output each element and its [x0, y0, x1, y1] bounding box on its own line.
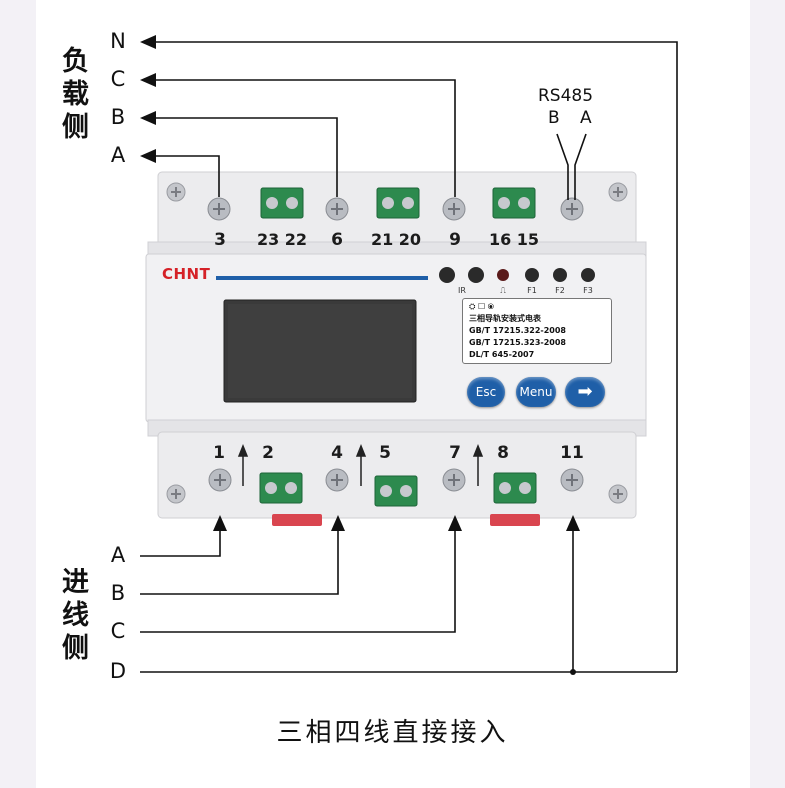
- wire-A-bottom: [140, 531, 221, 557]
- menu-button[interactable]: Menu: [516, 377, 556, 407]
- meter-arrow-1: [237, 443, 249, 486]
- screw-corner-br: [608, 484, 628, 504]
- wire-label-A-top: A: [110, 143, 126, 167]
- wire-A-top: [155, 155, 220, 197]
- led-ir-right: [468, 267, 484, 283]
- terminal-number-11: 11: [560, 443, 584, 463]
- arrow-C-top: [140, 73, 156, 87]
- led-f1: [525, 268, 539, 282]
- wire-C-bottom: [140, 531, 456, 633]
- wire-B-bottom: [140, 531, 339, 595]
- terminal-number-3: 3: [214, 230, 226, 250]
- nameplate-line-1: GB/T 17215.322-2008: [469, 326, 566, 335]
- brand-logo: CHNT: [162, 265, 211, 283]
- indicator-label-f1: F1: [527, 286, 537, 295]
- load-side-label: 负载侧: [62, 46, 89, 143]
- screw-top-6: [325, 197, 349, 221]
- terminal-number-8: 8: [497, 443, 509, 463]
- wire-N: [155, 41, 678, 672]
- wire-label-B-top: B: [110, 105, 126, 129]
- led-f2: [553, 268, 567, 282]
- wire-label-B-bottom: B: [110, 581, 126, 605]
- screw-bottom-1: [208, 468, 232, 492]
- indicator-label-ir: IR: [458, 286, 466, 295]
- wire-label-N: N: [110, 29, 126, 53]
- screw-corner-bl: [166, 484, 186, 504]
- terminal-number-2: 2: [262, 443, 274, 463]
- screw-corner-tr: [608, 182, 628, 202]
- wire-D: [140, 531, 677, 673]
- arrow-B-bottom: [331, 515, 345, 531]
- indicator-label-pulse: ⎍: [500, 286, 506, 295]
- screw-top-9: [442, 197, 466, 221]
- arrow-N: [140, 35, 156, 49]
- brand-bar: [216, 276, 428, 280]
- enter-arrow-button[interactable]: ➡: [565, 377, 605, 407]
- screw-top-3: [207, 197, 231, 221]
- indicator-label-f2: F2: [555, 286, 565, 295]
- rs485-a-label: A: [580, 108, 592, 128]
- terminal-block-23-22: [260, 187, 304, 219]
- wire-B-top: [155, 117, 338, 197]
- terminal-block-21-20: [376, 187, 420, 219]
- led-ir-left: [439, 267, 455, 283]
- terminal-number-23-22: 23 22: [256, 230, 308, 249]
- arrow-A-bottom: [213, 515, 227, 531]
- red-clip-left: [272, 514, 322, 526]
- meter-arrow-4: [355, 443, 367, 486]
- diagram-caption: 三相四线直接接入: [276, 718, 509, 748]
- terminal-number-21-20: 21 20: [370, 230, 422, 249]
- wire-label-C-bottom: C: [110, 619, 126, 643]
- rs485-title: RS485: [538, 86, 594, 106]
- wire-C-top: [155, 79, 456, 197]
- nameplate-symbols: ⛭ ☐ ⦿: [469, 302, 495, 311]
- nameplate-line-2: GB/T 17215.323-2008: [469, 338, 566, 347]
- terminal-block-2: [259, 472, 303, 504]
- terminal-block-16-15: [492, 187, 536, 219]
- terminal-number-5: 5: [379, 443, 391, 463]
- nameplate: ⛭ ☐ ⦿ 三相导轨安装式电表 GB/T 17215.322-2008 GB/T…: [462, 298, 612, 364]
- red-clip-right: [490, 514, 540, 526]
- wire-label-D: D: [109, 659, 127, 683]
- led-pulse: [497, 269, 509, 281]
- rs485-lines: [556, 133, 587, 200]
- terminal-number-7: 7: [449, 443, 461, 463]
- terminal-number-6: 6: [331, 230, 343, 250]
- terminal-block-8: [493, 472, 537, 504]
- terminal-block-5: [374, 475, 418, 507]
- nameplate-title: 三相导轨安装式电表: [469, 314, 541, 323]
- arrow-D: [566, 515, 580, 531]
- screw-corner-tl: [166, 182, 186, 202]
- nameplate-line-3: DL/T 645-2007: [469, 350, 535, 359]
- screw-bottom-7: [442, 468, 466, 492]
- junction-dot: [570, 669, 576, 675]
- meter-arrow-7: [472, 443, 484, 486]
- terminal-number-1: 1: [213, 443, 225, 463]
- terminal-number-16-15: 16 15: [488, 230, 540, 249]
- line-side-label: 进线侧: [62, 567, 89, 664]
- screw-top-rs485: [560, 197, 584, 221]
- terminal-number-9: 9: [449, 230, 461, 250]
- arrow-A-top: [140, 149, 156, 163]
- led-f3: [581, 268, 595, 282]
- indicator-label-f3: F3: [583, 286, 593, 295]
- screw-bottom-4: [325, 468, 349, 492]
- terminal-number-4: 4: [331, 443, 343, 463]
- arrow-B-top: [140, 111, 156, 125]
- wire-label-C-top: C: [110, 67, 126, 91]
- esc-button[interactable]: Esc: [467, 377, 505, 407]
- wire-label-A-bottom: A: [110, 543, 126, 567]
- rs485-b-label: B: [548, 108, 560, 128]
- screw-bottom-11: [560, 468, 584, 492]
- arrow-C-bottom: [448, 515, 462, 531]
